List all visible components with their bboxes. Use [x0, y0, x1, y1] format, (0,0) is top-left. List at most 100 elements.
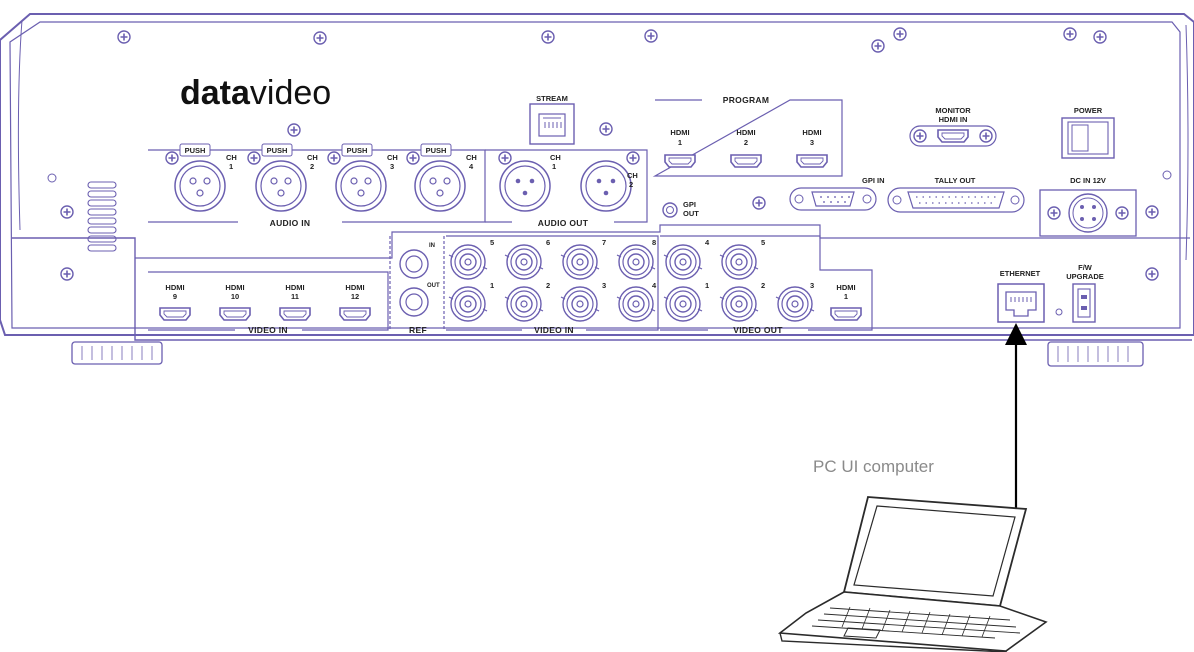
hdmi-11-label: HDMI [285, 283, 304, 292]
hdmi-12-num: 12 [351, 292, 359, 301]
video-out-num-1: 1 [705, 281, 709, 290]
sdi-in-num-1: 1 [490, 281, 494, 290]
fw-label-2: UPGRADE [1066, 272, 1104, 281]
hdmi-9-label: HDMI [165, 283, 184, 292]
program-hdmi-3-num: 3 [810, 138, 814, 147]
monitor-label-1: MONITOR [935, 106, 971, 115]
audio-in-group: AUDIO IN PUSH PUSH PUSH PUSH CH 1 CH 2 C… [148, 143, 486, 228]
xlr-input-icon [335, 160, 387, 212]
video-out-group: VIDEO OUT 4 5 1 2 3 HDMI 1 [660, 235, 873, 335]
ref-in-label: IN [429, 243, 435, 249]
audio-in-ch-3: CH [387, 153, 398, 162]
video-out-label: VIDEO OUT [733, 325, 783, 335]
sdi-in-num-3: 3 [602, 281, 606, 290]
hdmi-9-num: 9 [173, 292, 177, 301]
audio-in-num-2: 2 [310, 162, 314, 171]
sdi-video-in-group: VIDEO IN 5 6 7 8 1 2 3 4 [446, 235, 659, 335]
gpi-in-label: GPI IN [862, 176, 885, 185]
fw-label-1: F/W [1078, 263, 1093, 272]
hdmi-port-icon [159, 307, 191, 321]
program-hdmi-1-label: HDMI [670, 128, 689, 137]
xlr-output-icon [499, 160, 551, 212]
ethernet-label: ETHERNET [1000, 269, 1041, 278]
program-hdmi-2-label: HDMI [736, 128, 755, 137]
hdmi-port-icon [219, 307, 251, 321]
audio-in-num-4: 4 [469, 162, 474, 171]
ref-out-label: OUT [427, 283, 440, 289]
hdmi-12-label: HDMI [345, 283, 364, 292]
program-hdmi-2-num: 2 [744, 138, 748, 147]
video-out-hdmi-label: HDMI [836, 283, 855, 292]
hdmi-10-num: 10 [231, 292, 239, 301]
hdmi-port-icon [830, 307, 862, 321]
audio-out-ch-2: CH [627, 171, 638, 180]
audio-out-group: AUDIO OUT CH 1 CH 2 [485, 149, 648, 228]
program-outputs: PROGRAM HDMI 1 HDMI 2 HDMI 3 [652, 95, 843, 177]
audio-in-ch-1: CH [226, 153, 237, 162]
audio-in-num-1: 1 [229, 162, 233, 171]
xlr-output-icon [580, 160, 632, 212]
hdmi-port-icon [339, 307, 371, 321]
xlr-input-icon [414, 160, 466, 212]
video-out-num-4: 4 [705, 238, 710, 247]
power-switch: POWER [1061, 106, 1115, 159]
vent-grille [47, 170, 1172, 252]
audio-out-label: AUDIO OUT [538, 218, 589, 228]
ref-ports: IN OUT REF [389, 236, 445, 335]
push-label-3: PUSH [347, 146, 368, 155]
ethernet-port: ETHERNET [997, 269, 1063, 323]
video-out-hdmi-num: 1 [844, 292, 848, 301]
audio-out-num-2: 2 [629, 180, 633, 189]
audio-out-ch-1: CH [550, 153, 561, 162]
sdi-in-num-6: 6 [546, 238, 550, 247]
sdi-in-num-8: 8 [652, 238, 656, 247]
stream-label: STREAM [536, 94, 568, 103]
xlr-input-icon [174, 160, 226, 212]
pc-ui-caption: PC UI computer [813, 457, 934, 476]
audio-in-num-3: 3 [390, 162, 394, 171]
gpi-out-label-1: GPI [683, 200, 696, 209]
gpi-out-label-2: OUT [683, 209, 699, 218]
monitor-label-2: HDMI IN [939, 115, 968, 124]
sdi-in-num-7: 7 [602, 238, 606, 247]
sdi-in-num-2: 2 [546, 281, 550, 290]
push-label-4: PUSH [426, 146, 447, 155]
push-label-2: PUSH [267, 146, 288, 155]
program-label: PROGRAM [723, 95, 770, 105]
video-out-num-5: 5 [761, 238, 765, 247]
video-out-num-2: 2 [761, 281, 765, 290]
audio-in-ch-2: CH [307, 153, 318, 162]
hdmi-11-num: 11 [291, 292, 299, 301]
gpi-out: GPI OUT [662, 200, 699, 218]
stream-port: STREAM [529, 94, 575, 145]
video-out-num-3: 3 [810, 281, 814, 290]
program-hdmi-1-num: 1 [678, 138, 682, 147]
fw-upgrade-port: F/W UPGRADE [1066, 263, 1104, 323]
hdmi-video-in-label: VIDEO IN [248, 325, 288, 335]
hdmi-port-icon [730, 154, 762, 168]
hdmi-port-icon [279, 307, 311, 321]
logo-light: video [250, 74, 331, 112]
xlr-input-icon [255, 160, 307, 212]
hdmi-video-in-group: VIDEO IN HDMI 9 HDMI 10 HDMI 11 HDMI 12 [148, 271, 389, 335]
brand-logo: datavideo [180, 74, 331, 112]
tally-out-label: TALLY OUT [935, 176, 976, 185]
audio-in-label: AUDIO IN [270, 218, 311, 228]
dc-in-port: DC IN 12V [1039, 176, 1137, 237]
hdmi-port-icon [664, 154, 696, 168]
logo-bold: data [180, 74, 251, 112]
tally-out-port: TALLY OUT [887, 176, 1025, 213]
sdi-in-num-4: 4 [652, 281, 657, 290]
laptop-icon [777, 496, 1048, 652]
sdi-video-in-label: VIDEO IN [534, 325, 574, 335]
hdmi-port-icon [937, 129, 969, 143]
audio-out-num-1: 1 [552, 162, 556, 171]
sdi-in-num-5: 5 [490, 238, 494, 247]
program-hdmi-3-label: HDMI [802, 128, 821, 137]
ref-label: REF [409, 325, 427, 335]
hdmi-port-icon [796, 154, 828, 168]
power-label: POWER [1074, 106, 1103, 115]
dc-in-label: DC IN 12V [1070, 176, 1106, 185]
hdmi-10-label: HDMI [225, 283, 244, 292]
